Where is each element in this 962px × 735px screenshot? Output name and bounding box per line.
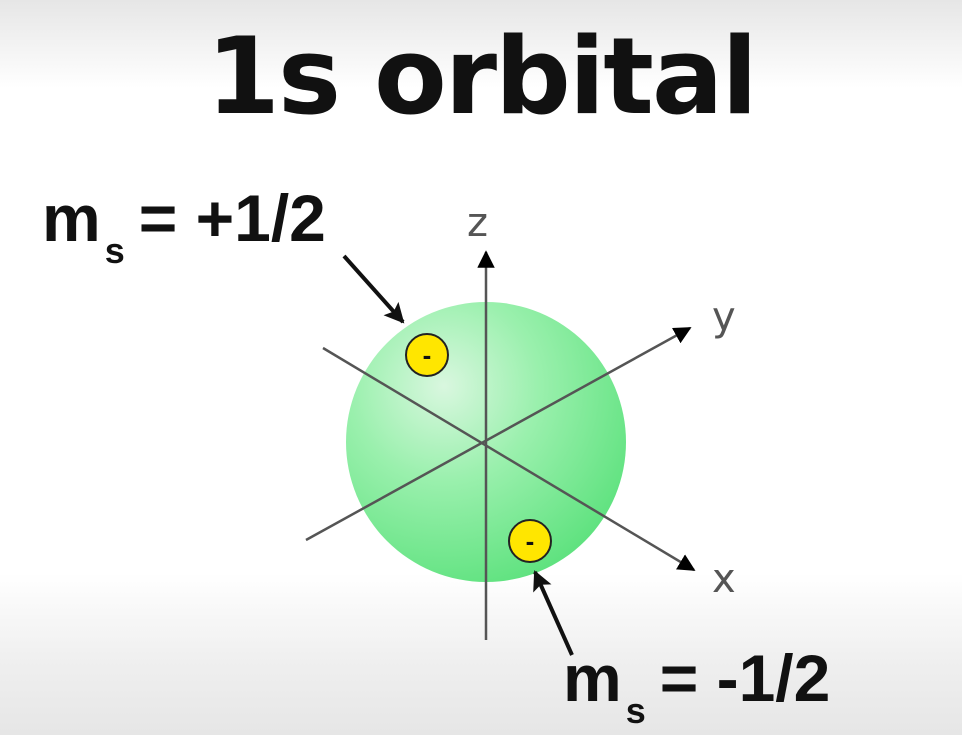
x-axis-label: x [712, 556, 736, 602]
electron-spin-up: - [405, 333, 449, 377]
y-axis [305, 326, 692, 542]
z-axis-label: z [467, 200, 488, 246]
spin-up-symbol: m [42, 181, 101, 255]
electron-spin-down-dot [508, 519, 552, 563]
spin-down-value: = -1/2 [659, 641, 831, 715]
y-axis-label: y [712, 294, 736, 340]
spin-down-pointer-arrow [533, 570, 574, 656]
x-axis [322, 346, 696, 572]
electron-spin-down-symbol: - [526, 526, 535, 556]
electron-spin-up-symbol: - [423, 340, 432, 370]
page-title: 1s orbital [206, 15, 758, 138]
spin-up-subscript: s [104, 230, 125, 271]
spin-up-value: = +1/2 [138, 181, 326, 255]
spin-up-pointer-arrow [342, 254, 405, 324]
spin-down-subscript: s [625, 690, 646, 731]
electron-spin-down: - [508, 519, 552, 563]
electron-spin-up-dot [405, 333, 449, 377]
